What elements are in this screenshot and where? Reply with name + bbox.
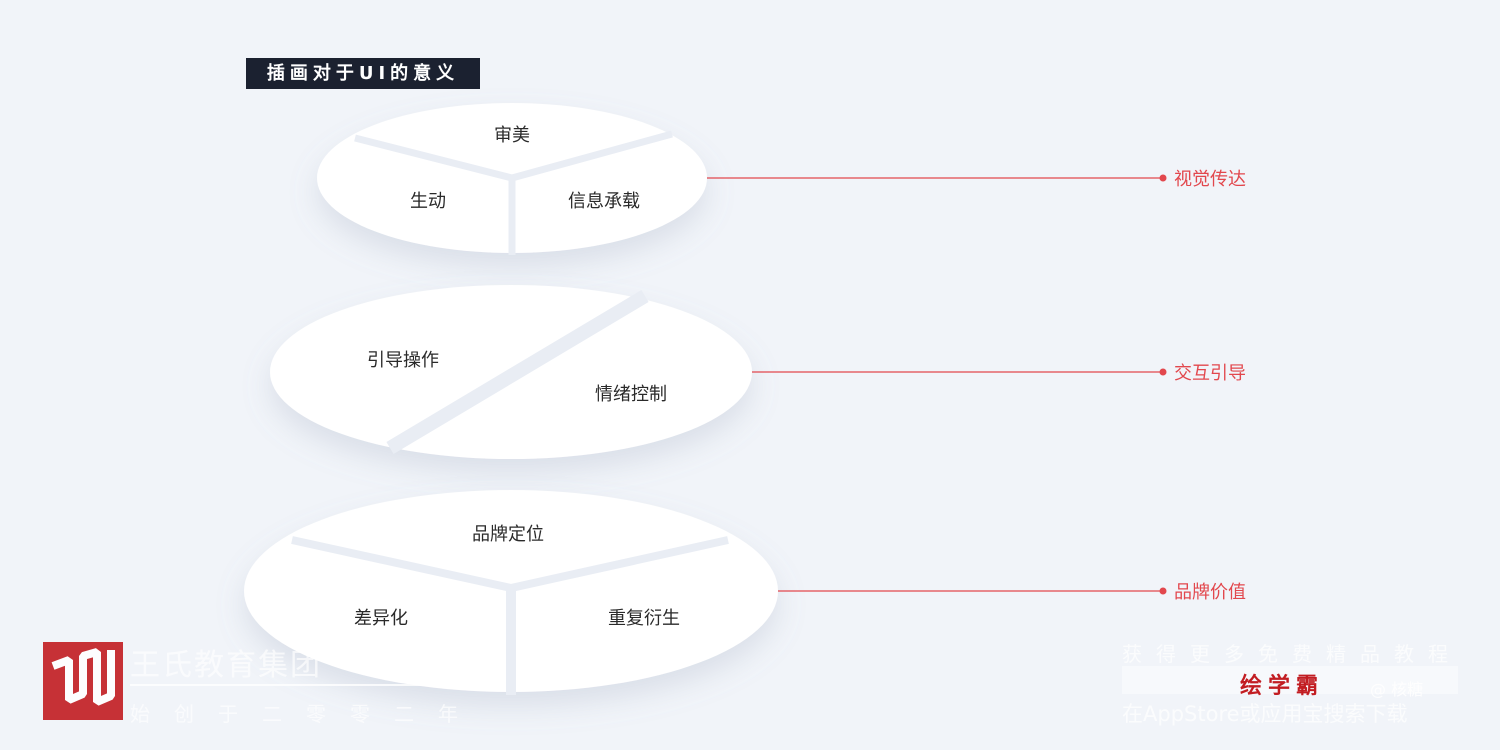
segment-label-brand-positioning: 品牌定位	[472, 524, 544, 545]
watermark-band	[1122, 666, 1458, 694]
connector-dot-1	[1159, 174, 1167, 182]
watermark-author: @ 核糖	[1370, 680, 1424, 699]
watermark-org-name: 王氏教育集团	[130, 648, 322, 683]
watermark-logo	[43, 642, 123, 720]
ellipse-group-1: 审美 生动 信息承载	[317, 103, 707, 255]
ellipse-group-3: 品牌定位 差异化 重复衍生	[244, 490, 778, 695]
watermark-brand: 绘学霸	[1240, 674, 1325, 699]
connector-dot-2	[1159, 368, 1167, 376]
watermark-divider	[130, 684, 460, 686]
w-logo-icon	[51, 648, 115, 706]
watermark-promo-line: 获得更多免费精品教程	[1122, 642, 1462, 666]
segment-label-emotion-control: 情绪控制	[595, 384, 667, 405]
category-label-visual-communication: 视觉传达	[1174, 169, 1246, 190]
segment-label-repeated-derivation: 重复衍生	[608, 608, 680, 629]
watermark-download-line: 在AppStore或应用宝搜索下载	[1122, 702, 1408, 726]
category-label-brand-value: 品牌价值	[1174, 582, 1246, 603]
segment-label-aesthetics: 审美	[494, 125, 530, 146]
segment-label-guide-operation: 引导操作	[367, 350, 439, 371]
segment-label-info-carrying: 信息承载	[568, 191, 640, 212]
watermark-org-sub: 始创于二零零二年	[130, 702, 482, 726]
segment-label-vivid: 生动	[410, 191, 446, 212]
connector-dot-3	[1159, 587, 1167, 595]
divider-2	[386, 289, 649, 455]
category-label-interaction-guide: 交互引导	[1174, 363, 1246, 384]
diagram-title: 插画对于UI的意义	[246, 58, 480, 89]
segment-label-differentiation: 差异化	[354, 608, 408, 629]
ellipse-group-2: 引导操作 情绪控制	[270, 285, 752, 459]
